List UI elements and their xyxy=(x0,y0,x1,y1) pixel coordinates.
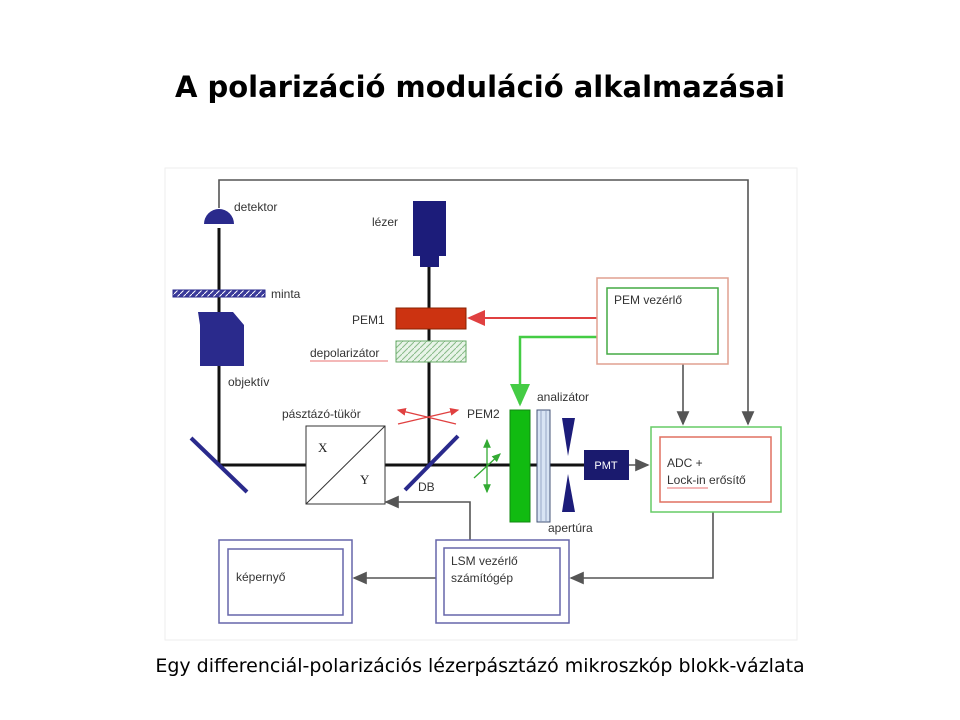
scan-polarization-arrow-b xyxy=(396,408,457,425)
pmt-box xyxy=(584,450,629,480)
sample-label: minta xyxy=(271,287,301,301)
adc-lockin-inner xyxy=(659,436,772,503)
pem-controller-label: PEM vezérlő xyxy=(614,293,682,307)
db-label: DB xyxy=(418,480,435,494)
laser-body xyxy=(413,201,446,256)
aperture-label: apertúra xyxy=(548,521,593,535)
sample-slide xyxy=(172,289,266,298)
objective-icon xyxy=(198,312,244,366)
fold-mirror xyxy=(189,436,249,494)
adc-label-line1: ADC + xyxy=(667,456,703,470)
analyzer-label: analizátor xyxy=(537,390,589,404)
aperture-bottom-blade xyxy=(562,474,575,512)
pem1-element xyxy=(395,307,467,330)
pem-controller-inner xyxy=(606,287,719,355)
depolarizer-label: depolarizátor xyxy=(310,346,379,360)
pem2-polarization-arrow-d xyxy=(473,453,501,479)
lsm-controller-inner xyxy=(443,547,561,616)
aperture-top-blade xyxy=(562,418,575,456)
figure-caption: Egy differenciál-polarizációs lézerpászt… xyxy=(155,655,805,677)
adc-to-lsm-arrow xyxy=(569,512,714,585)
pem-controller-to-pem2-arrow xyxy=(510,335,597,407)
detector-icon xyxy=(204,209,234,224)
screen-label: képernyő xyxy=(236,570,286,584)
y-axis-label: Y xyxy=(360,472,370,487)
pem1-label: PEM1 xyxy=(352,313,385,327)
adc-label-line2: Lock-in erősítő xyxy=(667,473,746,487)
pmt-label: PMT xyxy=(594,460,618,472)
xy-scanner-diagonal xyxy=(305,425,386,505)
detector-to-adc-arrow xyxy=(218,179,755,426)
depolarizer-element xyxy=(395,340,467,363)
laser-label: lézer xyxy=(372,215,398,229)
lsm-label-line1: LSM vezérlő xyxy=(451,554,518,568)
x-axis-label: X xyxy=(318,440,328,455)
detector-label: detektor xyxy=(234,200,277,214)
lsm-label-line2: számítógép xyxy=(451,571,513,585)
scan-mirror-label: pásztázó-tükör xyxy=(282,407,361,421)
objective-label: objektív xyxy=(228,375,269,389)
pem2-element xyxy=(509,409,531,523)
pem2-label: PEM2 xyxy=(467,407,500,421)
laser-nozzle xyxy=(420,256,439,267)
lsm-to-scan-mirror-arrow xyxy=(384,495,471,540)
slide-title: A polarizáció moduláció alkalmazásai xyxy=(174,70,786,104)
screen-inner xyxy=(227,548,344,616)
dichroic-mirror xyxy=(403,434,460,492)
analyzer-element xyxy=(536,409,551,523)
